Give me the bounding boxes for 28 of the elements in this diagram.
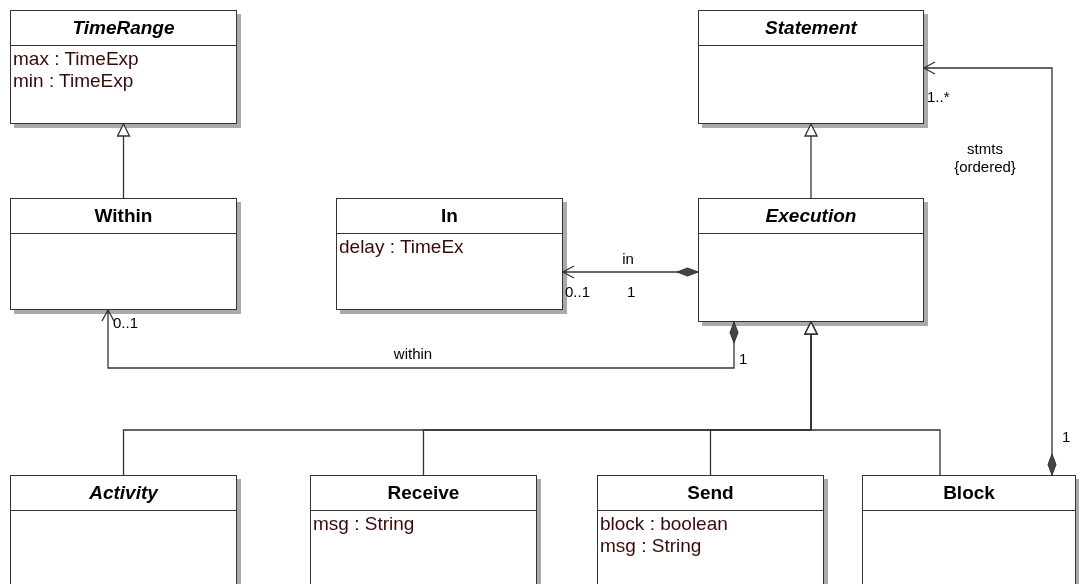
attribute-text: block : boolean xyxy=(600,513,728,534)
class-name: TimeRange xyxy=(72,17,175,39)
multiplicity-label: 1 xyxy=(1062,428,1071,445)
generalization-arrow xyxy=(804,321,941,476)
class-name: Receive xyxy=(387,482,460,504)
composition-arrow xyxy=(101,309,739,369)
class-name: Statement xyxy=(765,17,857,39)
composition-arrow xyxy=(923,61,1057,476)
class-name: Activity xyxy=(89,482,158,504)
generalization-arrow xyxy=(804,123,818,199)
generalization-arrow xyxy=(116,123,131,199)
class-name: In xyxy=(441,205,458,227)
class-name: Block xyxy=(943,482,995,504)
attribute-text: max : TimeExp xyxy=(13,48,139,69)
class-name: Execution xyxy=(765,205,857,227)
multiplicity-label: 1 xyxy=(739,350,748,367)
composition-arrow xyxy=(562,265,699,279)
attribute-text: min : TimeExp xyxy=(13,70,134,91)
class-box xyxy=(862,475,1076,584)
attribute-text: delay : TimeEx xyxy=(339,236,464,257)
attribute-text: msg : String xyxy=(600,535,702,556)
attribute-text: msg : String xyxy=(313,513,415,534)
class-name: Send xyxy=(687,482,734,504)
multiplicity-label: 0..1 xyxy=(565,283,591,300)
multiplicity-label: 1 xyxy=(627,283,636,300)
multiplicity-label: 1..* xyxy=(927,88,950,105)
multiplicity-label: 0..1 xyxy=(113,314,139,331)
class-name: Within xyxy=(94,205,153,227)
